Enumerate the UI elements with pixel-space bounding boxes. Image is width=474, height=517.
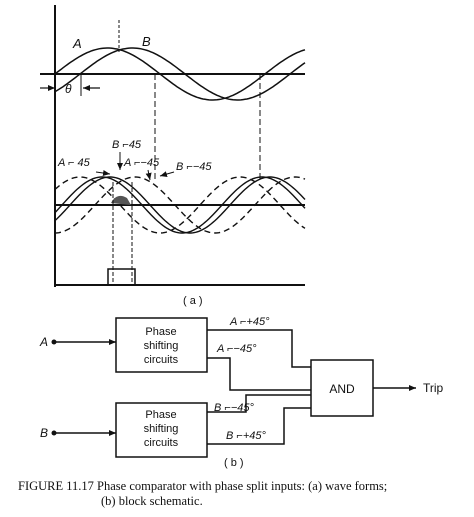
shifted-label-a-minus: A ⌐−45 — [123, 157, 160, 169]
theta-label: θ — [65, 82, 72, 96]
wave-b-minus45 — [54, 176, 306, 234]
wave-a-minus45 — [54, 176, 306, 234]
input-b-label: B — [40, 426, 48, 440]
input-b-terminal — [51, 430, 57, 436]
shifted-label-b-minus: B ⌐−45 — [176, 161, 212, 173]
label-arrow-4 — [159, 171, 175, 177]
waveform-panel: A B θ A ⌐ 45 B ⌐45 A ⌐−45 B ⌐−45 ( a ) — [40, 5, 306, 307]
wave-a-label: A — [72, 36, 82, 51]
output-pulse — [107, 268, 136, 286]
input-a-label: A — [39, 335, 48, 349]
block-top-line1: Phase — [145, 326, 176, 338]
wire-a-plus — [207, 329, 311, 368]
wave-b-plus45 — [54, 176, 306, 234]
part-b-label: ( b ) — [224, 457, 244, 469]
block-bottom-line2: shifting — [144, 423, 179, 435]
signal-b-minus-label: B ⌐−45° — [214, 402, 254, 414]
block-bottom-line1: Phase — [145, 409, 176, 421]
signal-a-plus-label: A ⌐+45° — [229, 316, 270, 328]
part-a-label: ( a ) — [183, 295, 203, 307]
shifted-label-a-plus: A ⌐ 45 — [57, 157, 91, 169]
block-top-line2: shifting — [144, 340, 179, 352]
block-top-line3: circuits — [144, 354, 179, 366]
wave-b — [54, 47, 306, 101]
label-arrow-1 — [95, 170, 111, 176]
figure-caption: FIGURE 11.17 Phase comparator with phase… — [18, 479, 387, 508]
input-a-terminal — [51, 339, 57, 345]
phase-shift-block-top — [115, 317, 208, 373]
wave-b-label: B — [142, 34, 151, 49]
coincidence-hatch — [111, 195, 131, 205]
and-gate-label: AND — [329, 382, 355, 396]
shifted-label-b-plus: B ⌐45 — [112, 139, 142, 151]
block-schematic: Phase shifting circuits Phase shifting c… — [39, 316, 444, 469]
caption-line-1: FIGURE 11.17 Phase comparator with phase… — [18, 479, 387, 493]
shifted-waves — [54, 176, 306, 234]
trip-label: Trip — [423, 381, 444, 395]
phase-shift-block-bottom — [115, 402, 208, 458]
wire-a-minus — [207, 357, 311, 391]
block-bottom-line3: circuits — [144, 437, 179, 449]
wave-a-plus45 — [54, 176, 306, 234]
wire-b-minus — [207, 394, 311, 413]
signal-b-plus-label: B ⌐+45° — [226, 430, 266, 442]
caption-line-2: (b) block schematic. — [101, 494, 203, 508]
signal-a-minus-label: A ⌐−45° — [216, 343, 257, 355]
label-arrow-3 — [145, 169, 152, 181]
wave-a — [54, 47, 306, 101]
wire-b-plus — [207, 407, 311, 445]
